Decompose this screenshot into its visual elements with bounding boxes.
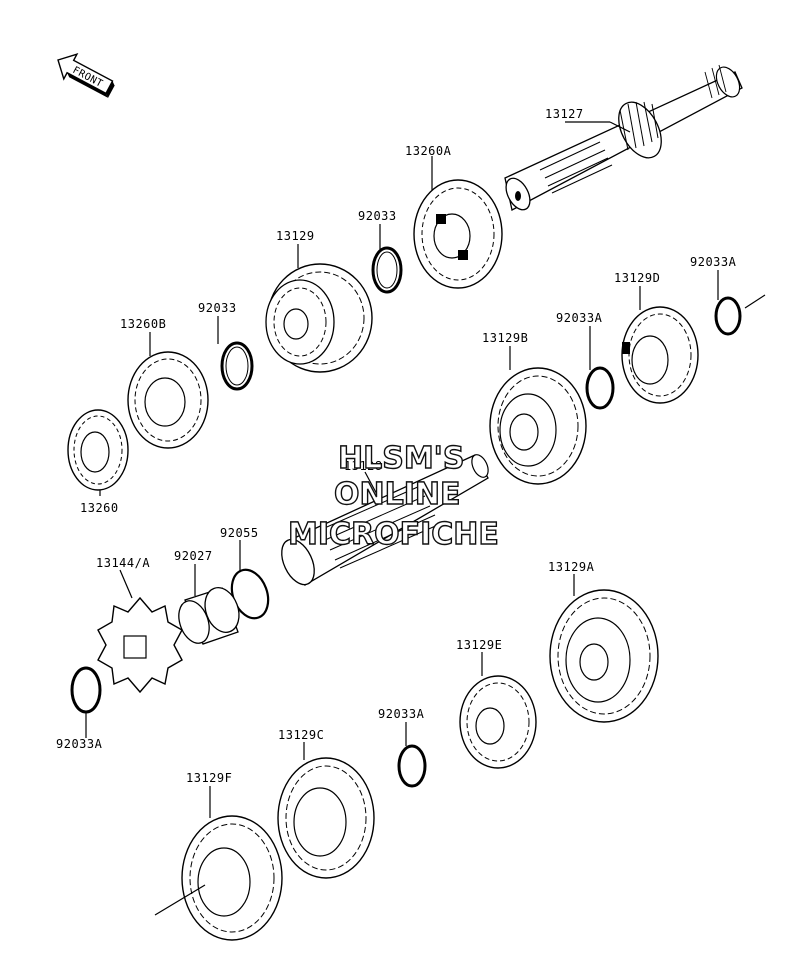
watermark-line1: HLSM'S [338,441,464,476]
label-13127: 13127 [545,107,584,121]
gear-13129B [489,367,587,485]
drive-shaft-13128 [281,454,489,586]
label-92033A-upper-right: 92033A [690,255,737,269]
circlip-92033A-upper-right [714,294,766,336]
label-13260A: 13260A [405,144,452,158]
label-13129E: 13129E [456,638,502,652]
gear-13129F [154,815,283,941]
gear-13129C [277,757,375,879]
leader-lines [85,121,719,818]
gear-13129A [549,589,659,723]
circlip-92033-left [220,341,254,391]
collar-92027 [178,587,240,645]
watermark-line3: MICROFICHE [288,517,499,552]
label-13129: 13129 [276,229,315,243]
label-13128: 13128 [344,459,383,473]
gear-13129E [459,675,537,769]
label-92033-left: 92033 [198,301,237,315]
watermark: HLSM'S ONLINE MICROFICHE [287,440,499,552]
label-13129B: 13129B [482,331,528,345]
circlip-92033A-left [70,666,102,714]
label-13129D: 13129D [614,271,660,285]
circlip-92033-upper [371,246,403,294]
label-92033-upper: 92033 [358,209,397,223]
label-92033A-lower: 92033A [378,707,425,721]
label-13260B: 13260B [120,317,166,331]
label-92027: 92027 [174,549,213,563]
label-13260: 13260 [80,501,119,515]
circlip-92033A-mid [585,366,615,410]
sprocket-13144A [97,596,183,694]
label-92055: 92055 [220,526,259,540]
watermark-line2: ONLINE [334,477,461,512]
gear-13260A [413,179,503,289]
label-13144A: 13144/A [96,556,150,570]
circlip-92033A-lower [397,744,427,788]
gear-13129 [265,263,373,373]
label-13129A: 13129A [548,560,595,574]
label-92033A-left: 92033A [56,737,103,751]
label-13129F: 13129F [186,771,232,785]
gear-13129D [621,306,699,404]
gear-13260 [67,409,129,491]
front-arrow-icon: FRONT [57,53,115,98]
label-92033A-mid: 92033A [556,311,603,325]
gear-13260B [127,351,209,449]
main-shaft-13127 [504,64,743,211]
label-13129C: 13129C [278,728,324,742]
